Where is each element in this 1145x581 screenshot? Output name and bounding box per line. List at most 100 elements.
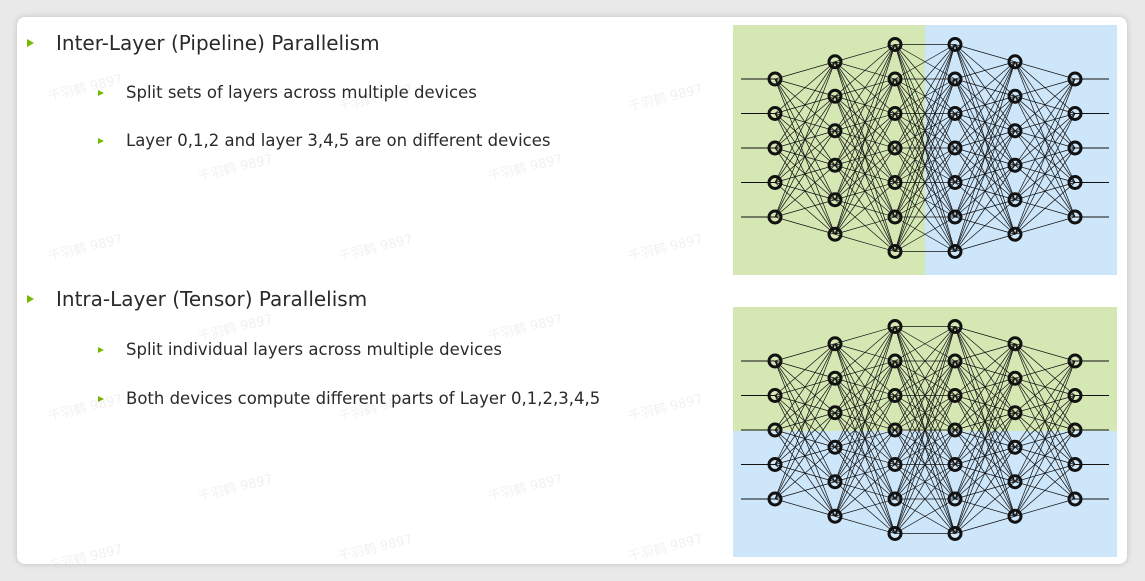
connection-edge [954, 481, 1016, 534]
connection-edge [834, 326, 896, 413]
connection-edge [1014, 182, 1076, 235]
connection-edge [954, 165, 1016, 252]
connection-edge [1014, 78, 1076, 200]
neuron-node [947, 140, 963, 156]
connection-edge [774, 96, 836, 218]
neuron-node [1007, 370, 1023, 386]
connection-edge [894, 44, 956, 218]
watermark-text: 千羽鹤 9897 [626, 81, 705, 115]
neuron-node [827, 370, 843, 386]
connection-edge [1014, 360, 1076, 482]
neuron-node [887, 71, 903, 87]
neuron-node [1067, 457, 1083, 472]
connection-edge [774, 343, 836, 362]
network-svg [733, 25, 1117, 275]
neuron-node [767, 388, 783, 403]
neuron-node [1067, 106, 1083, 121]
connection-edge [774, 343, 836, 465]
watermark-text: 千羽鹤 9897 [196, 151, 275, 185]
neuron-node [887, 422, 903, 438]
neuron-node [887, 457, 903, 472]
neuron-node [1007, 508, 1023, 524]
connection-edge [894, 216, 956, 252]
neuron-node [947, 457, 963, 472]
connection-edge [894, 113, 956, 252]
neuron-node [1067, 353, 1083, 369]
neuron-node [767, 353, 783, 369]
connection-edge [1014, 216, 1076, 235]
neuron-node [767, 491, 783, 507]
neuron-node [827, 439, 843, 455]
connection-edge [954, 515, 1016, 534]
neuron-node [887, 106, 903, 121]
connection-edge [954, 233, 1016, 252]
neuron-node [887, 526, 903, 541]
connection-edge [834, 44, 896, 166]
connection-edge [834, 182, 896, 235]
neuron-node [947, 491, 963, 507]
neuron-node [827, 123, 843, 139]
connection-edge [894, 44, 956, 183]
slide: Inter-Layer (Pipeline) Parallelism Split… [17, 17, 1127, 564]
connection-edge [894, 44, 956, 149]
connection-edge [834, 78, 896, 235]
neuron-node [1007, 439, 1023, 455]
bullet-item: Both devices compute different parts of … [98, 389, 600, 408]
neuron-node [947, 319, 963, 334]
connection-edge [1014, 360, 1076, 517]
connection-edge [1014, 395, 1076, 517]
neuron-node [1067, 422, 1083, 438]
connection-edge [774, 61, 836, 114]
connection-edge [834, 326, 896, 482]
neuron-node [947, 244, 963, 259]
connection-edge [834, 147, 896, 235]
connection-edge [774, 481, 836, 500]
connection-edge [894, 147, 956, 252]
connection-edge [954, 343, 1016, 465]
neuron-node [827, 88, 843, 104]
connection-edge [834, 44, 896, 235]
connection-edge [954, 447, 1016, 534]
connection-edge [894, 326, 956, 534]
connection-edge [894, 360, 956, 534]
connection-edge [774, 130, 836, 218]
connection-edge [954, 326, 1016, 345]
connection-edge [894, 395, 956, 534]
connection-edge [834, 498, 896, 517]
watermark-text: 千羽鹤 9897 [626, 231, 705, 265]
connection-edge [894, 44, 956, 252]
neuron-node [1067, 209, 1083, 225]
connection-edge [774, 61, 836, 183]
connection-edge [774, 498, 836, 517]
section-pipeline-heading-row: Inter-Layer (Pipeline) Parallelism [27, 31, 380, 55]
neuron-node [1007, 54, 1023, 70]
bullet-triangle-icon [98, 346, 104, 353]
connection-edge [894, 326, 956, 396]
connection-edge [1014, 147, 1076, 235]
connection-edge [774, 61, 836, 218]
connection-edge [1014, 360, 1076, 379]
neuron-node [947, 422, 963, 438]
neuron-node [767, 71, 783, 87]
neuron-node [887, 491, 903, 507]
connection-edge [954, 61, 1016, 80]
watermark-text: 千羽鹤 9897 [46, 541, 125, 564]
bullet-text: Both devices compute different parts of … [126, 389, 601, 408]
watermark-text: 千羽鹤 9897 [626, 391, 705, 425]
connection-edge [954, 44, 1016, 63]
connection-edge [834, 326, 896, 379]
heading-pipeline-parallelism: Inter-Layer (Pipeline) Parallelism [56, 31, 380, 55]
connection-edge [834, 326, 896, 448]
neuron-node [887, 37, 903, 52]
neuron-node [827, 157, 843, 173]
connection-edge [1014, 343, 1076, 362]
network-svg [733, 307, 1117, 557]
connection-edge [1014, 113, 1076, 235]
connection-edge [1014, 78, 1076, 97]
section-tensor-heading-row: Intra-Layer (Tensor) Parallelism [27, 287, 367, 311]
neuron-node [887, 353, 903, 369]
neuron-node [947, 526, 963, 541]
neuron-node [1007, 226, 1023, 242]
connection-edge [774, 199, 836, 218]
connection-edge [834, 464, 896, 517]
